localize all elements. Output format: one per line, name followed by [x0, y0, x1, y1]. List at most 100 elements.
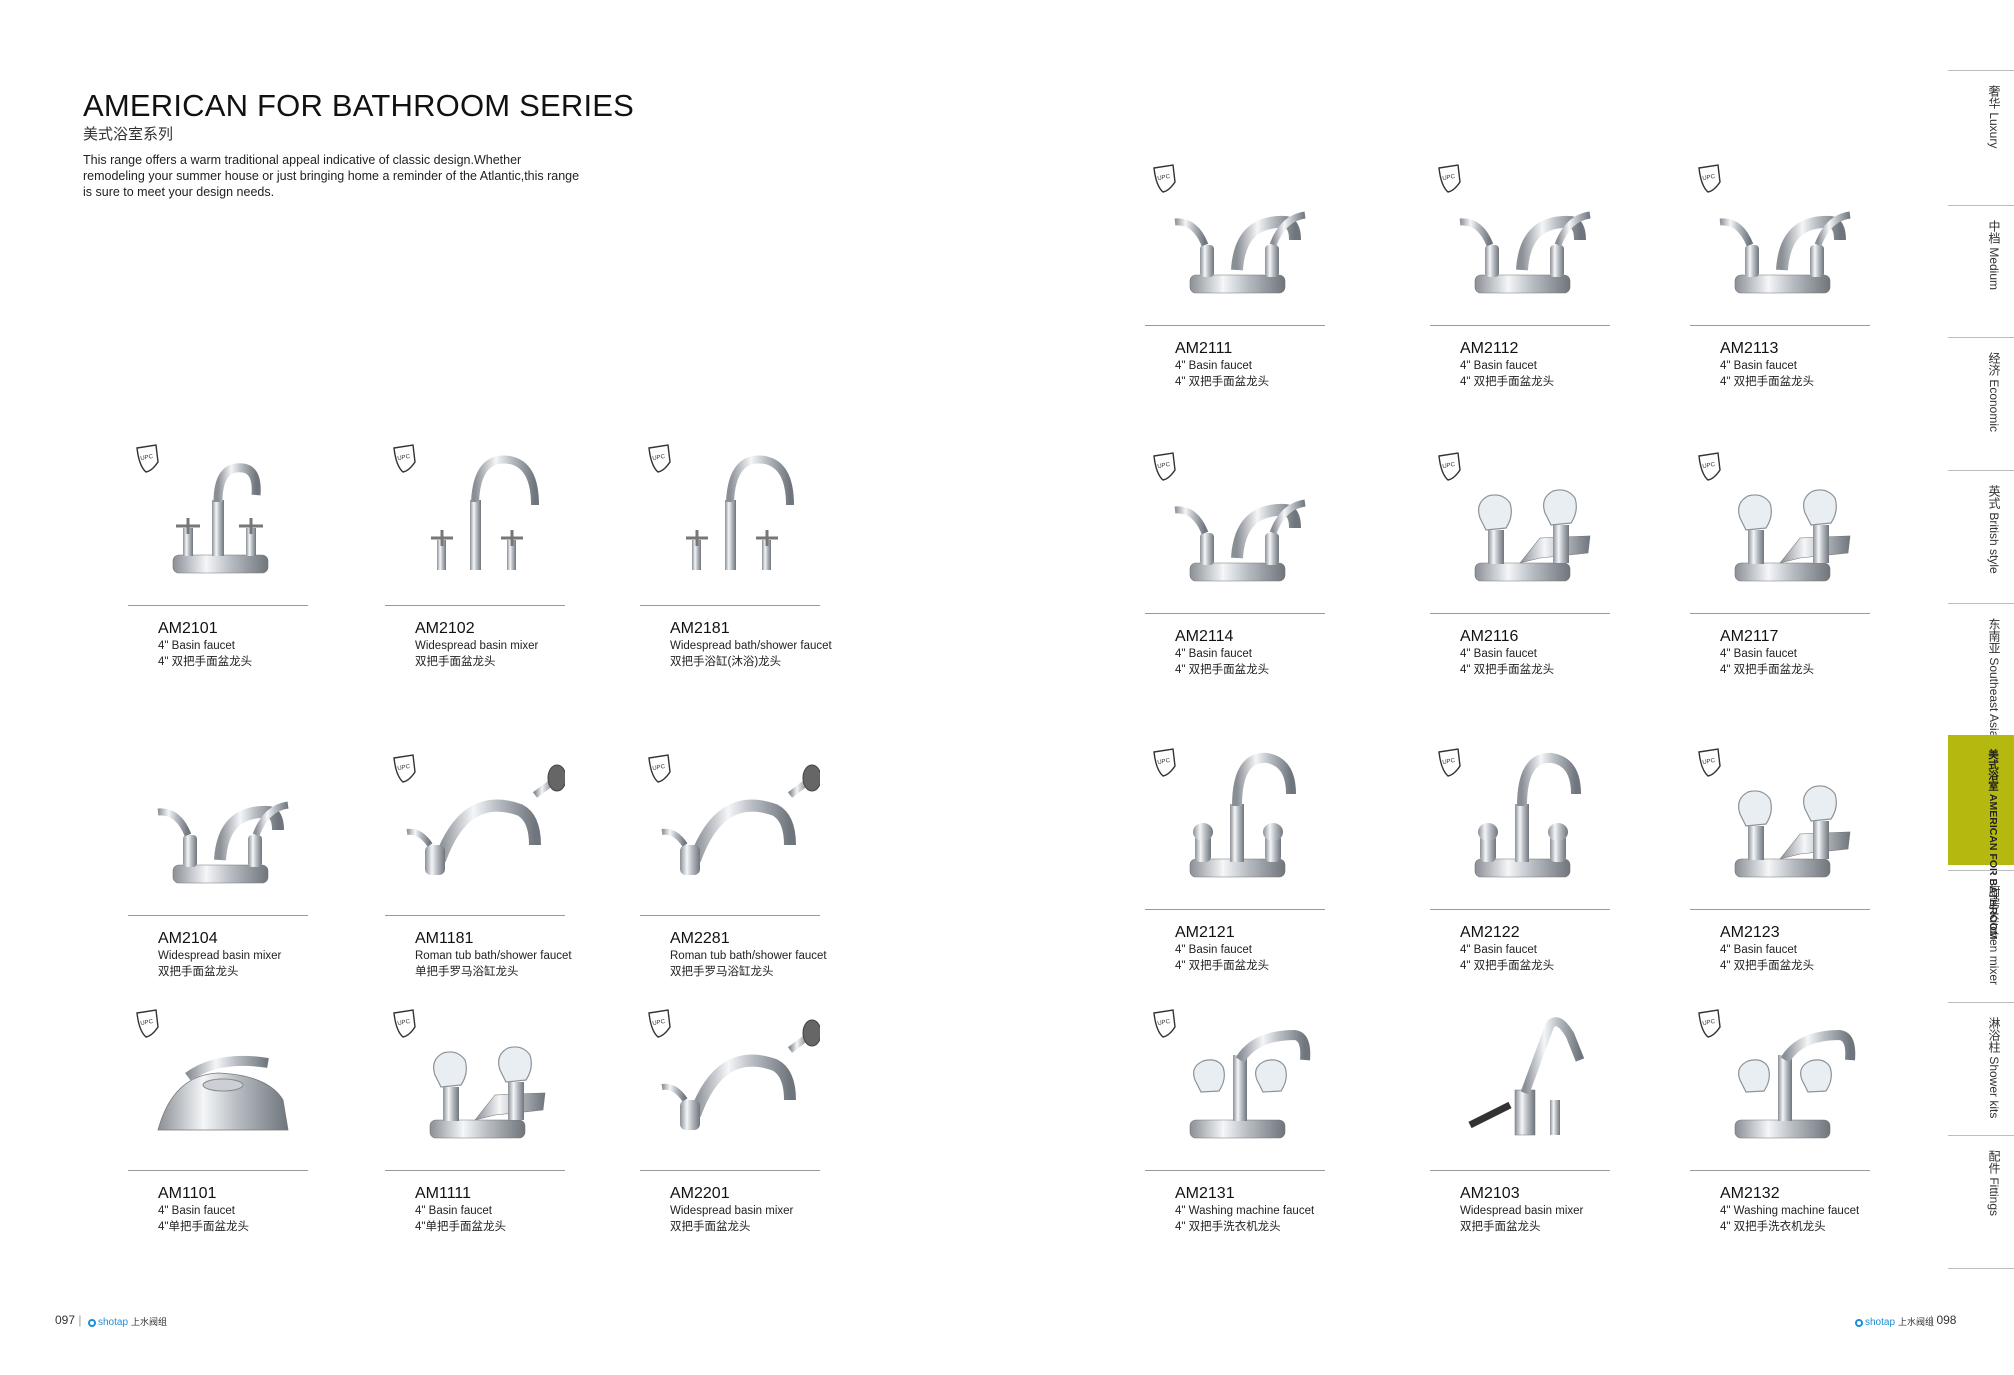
faucet-product-image: [1189, 752, 1296, 878]
product-desc-cn: 双把手面盆龙头: [415, 656, 496, 668]
product-desc-cn: 4" 双把手面盆龙头: [158, 656, 253, 668]
upc-certification-icon: UPC: [1698, 164, 1721, 193]
logo-mark-icon: [1855, 1319, 1863, 1327]
side-nav-item-1[interactable]: 中档 Medium: [1948, 205, 2014, 336]
product-desc-en: 4" Basin faucet: [1460, 360, 1537, 372]
product-code: AM2121: [1175, 924, 1235, 941]
product-code: AM2123: [1720, 924, 1780, 941]
upc-certification-icon: UPC: [1153, 452, 1176, 481]
product-code: AM1101: [158, 1185, 217, 1202]
product-desc-en: Widespread bath/shower faucet: [670, 640, 832, 652]
side-nav-item-6[interactable]: 厨房 Kitchen mixer: [1948, 870, 2014, 1001]
product-code: AM2103: [1460, 1185, 1520, 1202]
side-nav-label: 配件 Fittings: [1987, 1150, 2001, 1217]
svg-text:UPC: UPC: [1702, 758, 1716, 766]
side-nav-label: 英式 British style: [1987, 485, 2001, 574]
product-desc-en: 4" Basin faucet: [1720, 648, 1797, 660]
upc-certification-icon: UPC: [1153, 164, 1176, 193]
side-nav-item-3[interactable]: 英式 British style: [1948, 470, 2014, 601]
product-desc-cn: 4" 双把手面盆龙头: [1175, 376, 1270, 388]
faucet-product-image: [1734, 785, 1851, 878]
product-divider: [1145, 325, 1325, 326]
product-code: AM2104: [158, 930, 218, 947]
upc-certification-icon: UPC: [1698, 1009, 1721, 1038]
upc-certification-icon: UPC: [393, 754, 416, 783]
page-subtitle-cn: 美式浴室系列: [83, 126, 174, 143]
svg-text:UPC: UPC: [140, 1019, 154, 1027]
product-desc-en: 4" Basin faucet: [1175, 648, 1252, 660]
side-nav-item-0[interactable]: 奢华 Luxury: [1948, 70, 2014, 201]
product-desc-cn: 双把手浴缸(沐浴)龙头: [670, 656, 782, 668]
product-desc-en: 4" Basin faucet: [1175, 360, 1252, 372]
product-divider: [640, 605, 820, 606]
product-desc-cn: 4" 双把手洗衣机龙头: [1720, 1221, 1826, 1233]
product-desc-en: 4" Washing machine faucet: [1720, 1205, 1860, 1217]
svg-text:UPC: UPC: [1157, 462, 1171, 470]
product-divider: [1430, 1170, 1610, 1171]
faucet-product-image: [1719, 211, 1851, 294]
svg-text:UPC: UPC: [1702, 174, 1716, 182]
side-nav-item-2[interactable]: 经济 Economic: [1948, 337, 2014, 468]
svg-text:UPC: UPC: [140, 454, 154, 462]
faucet-product-image: [1734, 489, 1851, 582]
faucet-product-image: [1734, 1029, 1856, 1139]
svg-text:UPC: UPC: [1702, 462, 1716, 470]
product-divider: [385, 1170, 565, 1171]
page-number-right: | 098: [1930, 1313, 1957, 1327]
side-nav-item-7[interactable]: 淋浴柱 Shower kits: [1948, 1002, 2014, 1133]
product-desc-en: Widespread basin mixer: [415, 640, 539, 652]
product-code: AM1111: [415, 1185, 472, 1202]
product-code: AM2201: [670, 1185, 730, 1202]
faucet-product-image: [1174, 211, 1306, 294]
svg-text:UPC: UPC: [397, 454, 411, 462]
upc-certification-icon: UPC: [1438, 748, 1461, 777]
svg-text:UPC: UPC: [1442, 758, 1456, 766]
product-code: AM2281: [670, 930, 730, 947]
svg-text:UPC: UPC: [652, 454, 666, 462]
upc-certification-icon: UPC: [1438, 164, 1461, 193]
product-divider: [1690, 613, 1870, 614]
upc-certification-icon: UPC: [136, 444, 159, 473]
faucet-product-image: [661, 1019, 820, 1130]
svg-text:UPC: UPC: [397, 1019, 411, 1027]
product-divider: [385, 915, 565, 916]
faucet-product-image: [1474, 752, 1581, 878]
side-nav-item-5[interactable]: 美式浴室 AMERICAN FOR BATHROOM: [1948, 735, 2014, 940]
product-desc-en: 4" Washing machine faucet: [1175, 1205, 1315, 1217]
page-number-left: 097 |: [55, 1313, 82, 1327]
faucet-product-image: [431, 455, 539, 570]
product-code: AM2131: [1175, 1185, 1235, 1202]
product-desc-cn: 双把手面盆龙头: [158, 966, 239, 978]
svg-text:UPC: UPC: [1702, 1019, 1716, 1027]
side-nav-item-4[interactable]: 东南亚 Southeast Asia: [1948, 603, 2014, 738]
svg-text:UPC: UPC: [652, 764, 666, 772]
product-desc-cn: 4"单把手面盆龙头: [158, 1221, 249, 1233]
product-divider: [640, 1170, 820, 1171]
product-desc-en: 4" Basin faucet: [415, 1205, 492, 1217]
faucet-product-image: [157, 1055, 289, 1131]
faucet-product-image: [406, 764, 565, 875]
product-divider: [385, 605, 565, 606]
svg-text:UPC: UPC: [1157, 174, 1171, 182]
product-code: AM2113: [1720, 340, 1779, 357]
product-desc-cn: 4" 双把手面盆龙头: [1460, 960, 1555, 972]
product-code: AM2132: [1720, 1185, 1780, 1202]
product-desc-cn: 4" 双把手面盆龙头: [1720, 376, 1815, 388]
product-desc-cn: 4" 双把手面盆龙头: [1460, 664, 1555, 676]
upc-certification-icon: UPC: [393, 1009, 416, 1038]
product-desc-cn: 4" 双把手面盆龙头: [1460, 376, 1555, 388]
product-divider: [1430, 613, 1610, 614]
side-nav-label: 东南亚 Southeast Asia: [1987, 618, 2001, 738]
faucet-product-image: [1468, 1017, 1585, 1136]
side-nav-label: 经济 Economic: [1987, 352, 2001, 433]
faucet-product-image: [429, 1046, 546, 1139]
product-desc-cn: 4" 双把手面盆龙头: [1175, 960, 1270, 972]
product-code: AM1181: [415, 930, 474, 947]
product-divider: [1430, 325, 1610, 326]
faucet-product-image: [157, 801, 289, 884]
side-nav-item-8[interactable]: 配件 Fittings: [1948, 1135, 2014, 1266]
faucet-product-image: [686, 455, 794, 570]
svg-text:UPC: UPC: [1442, 174, 1456, 182]
